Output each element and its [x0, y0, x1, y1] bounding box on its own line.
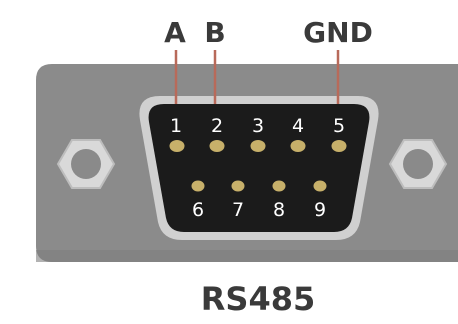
label-gnd: GND	[303, 16, 373, 49]
connector-name: RS485	[201, 280, 315, 318]
pin-number-8: 8	[273, 199, 285, 221]
pin-number-6: 6	[192, 199, 204, 221]
pin-5	[331, 140, 347, 152]
pin-number-3: 3	[252, 115, 264, 137]
pin-number-1: 1	[170, 115, 182, 137]
pin-7	[231, 180, 245, 192]
label-a: A	[164, 16, 186, 49]
pin-number-9: 9	[314, 199, 326, 221]
shell-bottom-shade	[36, 250, 458, 262]
pin-3	[250, 140, 266, 152]
left-hex-nut	[56, 139, 116, 189]
pin-number-7: 7	[232, 199, 244, 221]
pin-1	[169, 140, 185, 152]
pin-6	[191, 180, 205, 192]
pin-number-2: 2	[211, 115, 223, 137]
pin-4	[290, 140, 306, 152]
label-b: B	[204, 16, 225, 49]
right-hex-nut	[388, 139, 448, 189]
connector-face	[148, 104, 370, 232]
pin-number-5: 5	[333, 115, 345, 137]
pin-number-4: 4	[292, 115, 304, 137]
pin-8	[272, 180, 286, 192]
pin-9	[313, 180, 327, 192]
pin-2	[209, 140, 225, 152]
